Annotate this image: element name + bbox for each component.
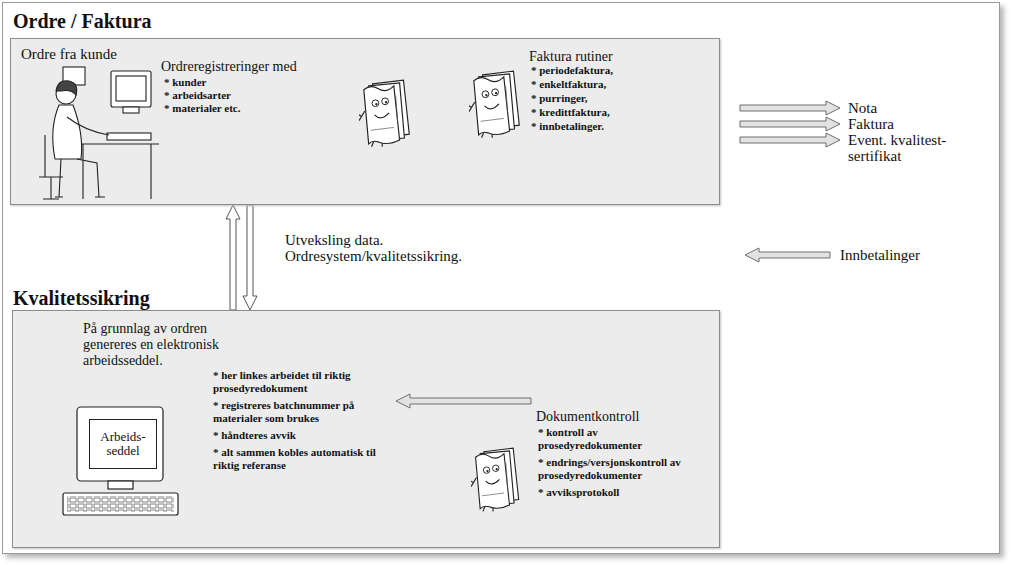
list-item: * her linkes arbeidet til riktig prosedy… (213, 369, 383, 395)
screen-label: Arbeids- seddel (90, 430, 156, 458)
section-heading: Ordre / Faktura (13, 9, 152, 33)
output-arrow (740, 133, 840, 147)
text-block: Ordreregistreringer med (161, 59, 297, 75)
text-group: På grunnlag av ordren genereres en elekt… (83, 321, 258, 369)
list-item: * innbetalinger. (531, 120, 613, 133)
list-item: * periodefaktura, (531, 64, 613, 77)
text-group: Dokumentkontroll (536, 409, 639, 425)
list-item: * avviksprotokoll (538, 486, 693, 499)
input-arrow (745, 248, 830, 262)
document-icon (469, 71, 519, 138)
note-label: Nota (848, 100, 877, 116)
text-group: * kontroll av prosedyredokumenter * endri… (538, 426, 693, 499)
list-item: * alt sammen kobles automatisk til rikti… (213, 446, 383, 472)
text-group: * kunder* arbeidsarter* materialer etc. (164, 76, 240, 115)
arrow-shape (243, 205, 257, 310)
note-label: Innbetalinger (840, 247, 920, 263)
list-item: * kontroll av prosedyredokumenter (538, 426, 693, 452)
list-item: * materialer etc. (164, 102, 240, 115)
note-label: Faktura (848, 116, 894, 132)
list-item: * purringer, (531, 92, 613, 105)
list-item: * kunder (164, 76, 240, 89)
screen-box: Arbeids- seddel (89, 419, 157, 469)
text-group: Faktura rutiner (529, 49, 613, 65)
section-band: KvalitetssikringPå grunnlag av ordren ge… (12, 310, 720, 548)
text-group: Kvalitetssikring (13, 286, 150, 310)
text-block: På grunnlag av ordren genereres en elekt… (83, 321, 258, 369)
list-item: * arbeidsarter (164, 89, 240, 102)
exchange-arrow (226, 205, 240, 310)
exchange-arrow (243, 205, 257, 310)
note-label: Utveksling data. Ordresystem/kvalitetssi… (285, 232, 500, 264)
list-item: * endrings/versjonskontroll av prosedyre… (538, 456, 693, 482)
output-arrow (740, 101, 840, 115)
document-icon (471, 448, 519, 511)
list-item: * håndteres avvik (213, 429, 383, 442)
text-group: * periodefaktura,* enkeltfaktura,* purri… (531, 64, 613, 133)
list-item: * registreres batchnummer på materialer … (213, 399, 383, 425)
text-group: * her linkes arbeidet til riktig prosedy… (213, 369, 383, 472)
document-icon (359, 80, 409, 147)
computer-symbol (63, 407, 178, 515)
text-group: Ordre / Faktura (13, 9, 152, 33)
section-band: Ordre / FakturaOrdre fra kundeOrdreregis… (10, 38, 720, 205)
order-illustration (11, 39, 721, 206)
list-item: * kredittfaktura, (531, 106, 613, 119)
text-block: Ordre fra kunde (21, 46, 117, 63)
arrow-shape (226, 205, 240, 310)
section-heading: Kvalitetssikring (13, 286, 150, 310)
text-block: Dokumentkontroll (536, 409, 639, 425)
text-block: Faktura rutiner (529, 49, 613, 65)
document-control-arrow (396, 394, 531, 408)
text-group: Ordreregistreringer med (161, 59, 297, 75)
note-label: Event. kvalitest- sertifikat (848, 132, 966, 164)
output-arrow (740, 117, 840, 131)
list-item: * enkeltfaktura, (531, 78, 613, 91)
person-at-computer (39, 67, 159, 199)
output-arrows (740, 101, 840, 262)
text-group: Ordre fra kunde (21, 46, 117, 63)
